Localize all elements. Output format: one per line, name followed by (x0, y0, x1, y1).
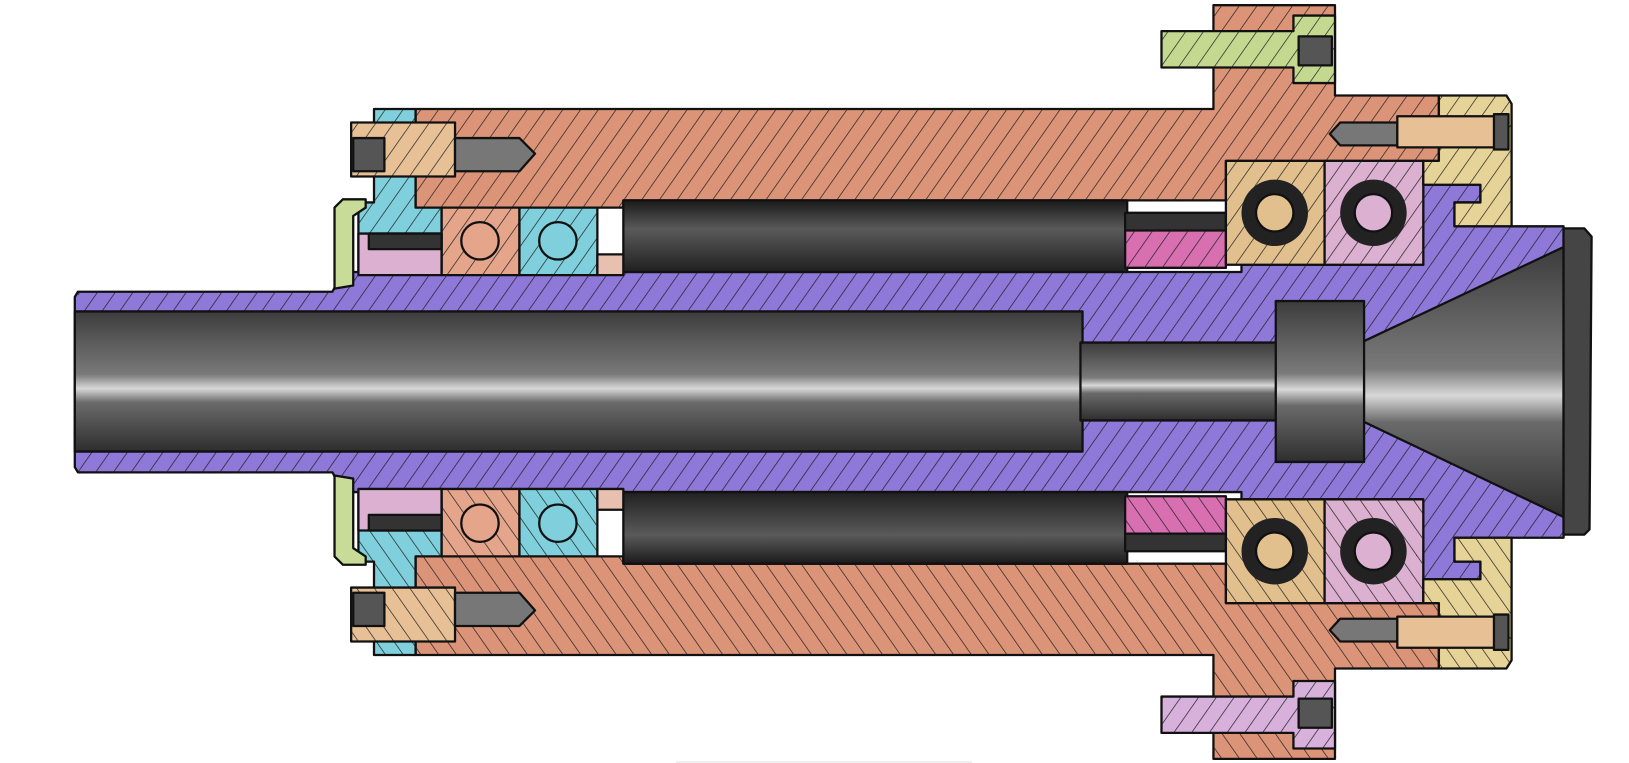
shaft-bore (73, 310, 1084, 453)
flange-bolt-top (1160, 14, 1337, 85)
footer-divider (676, 761, 972, 763)
collet-nut (1562, 227, 1593, 536)
spindle-shaft (73, 183, 1593, 581)
flange-bolt-bottom (1160, 679, 1337, 750)
drawbar (1079, 341, 1279, 422)
collet-insert (1274, 299, 1366, 464)
